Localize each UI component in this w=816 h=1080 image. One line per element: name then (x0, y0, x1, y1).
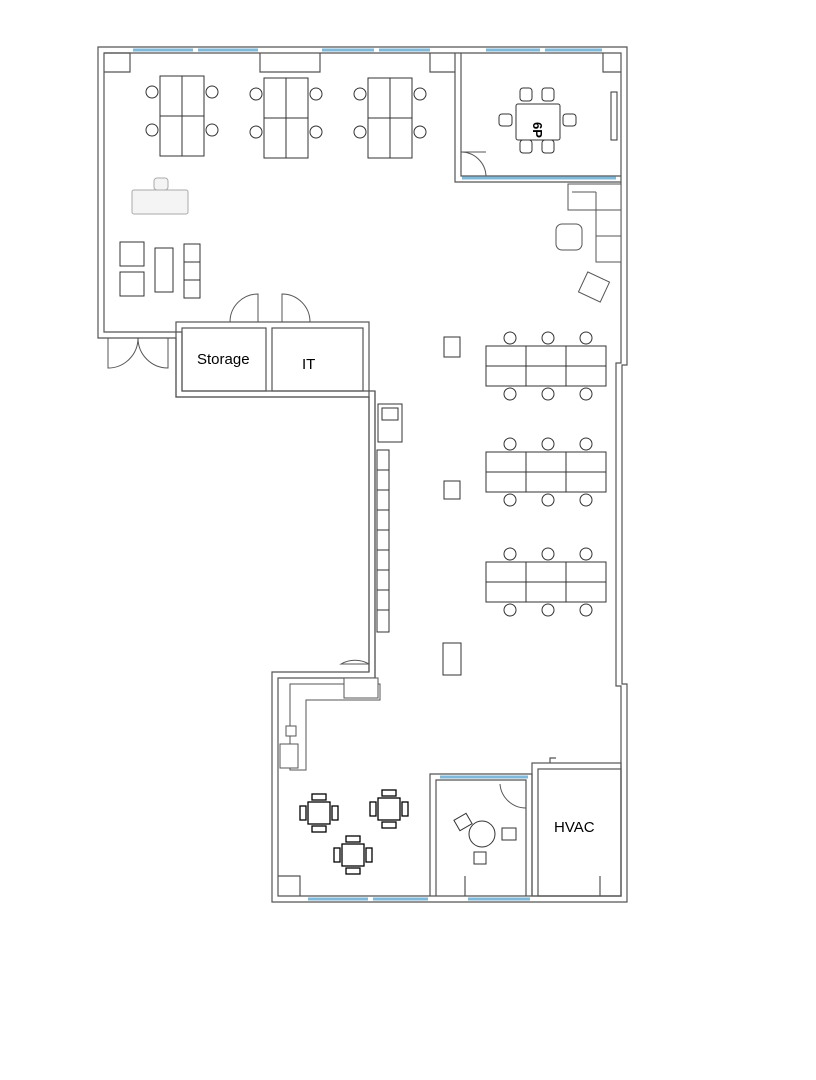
conference-table-label: 6P (530, 122, 545, 138)
columns (442, 336, 462, 676)
corridor-storage-cabinets (376, 449, 390, 633)
reception-desk (131, 177, 189, 215)
lobby-seating (119, 241, 201, 299)
it-room-label: IT (302, 356, 315, 373)
kitchen-counter (279, 677, 381, 771)
small-meeting-table (453, 812, 517, 865)
hvac-room-label: HVAC (554, 819, 595, 836)
cafe-tables (299, 789, 409, 875)
windows (133, 48, 602, 901)
interior-walls (175, 53, 622, 897)
desk-cluster-upper-left (159, 75, 413, 159)
chairs-upper-left (145, 85, 427, 139)
lounge-sofa (555, 183, 622, 303)
conference-table-group (498, 87, 618, 154)
printer (377, 403, 403, 443)
workstation-row-3 (485, 547, 607, 617)
workstation-row-2 (485, 437, 607, 507)
storage-room-label: Storage (197, 351, 250, 368)
workstation-row-1 (485, 331, 607, 401)
interior-glazing (440, 176, 616, 779)
doors (107, 151, 527, 809)
